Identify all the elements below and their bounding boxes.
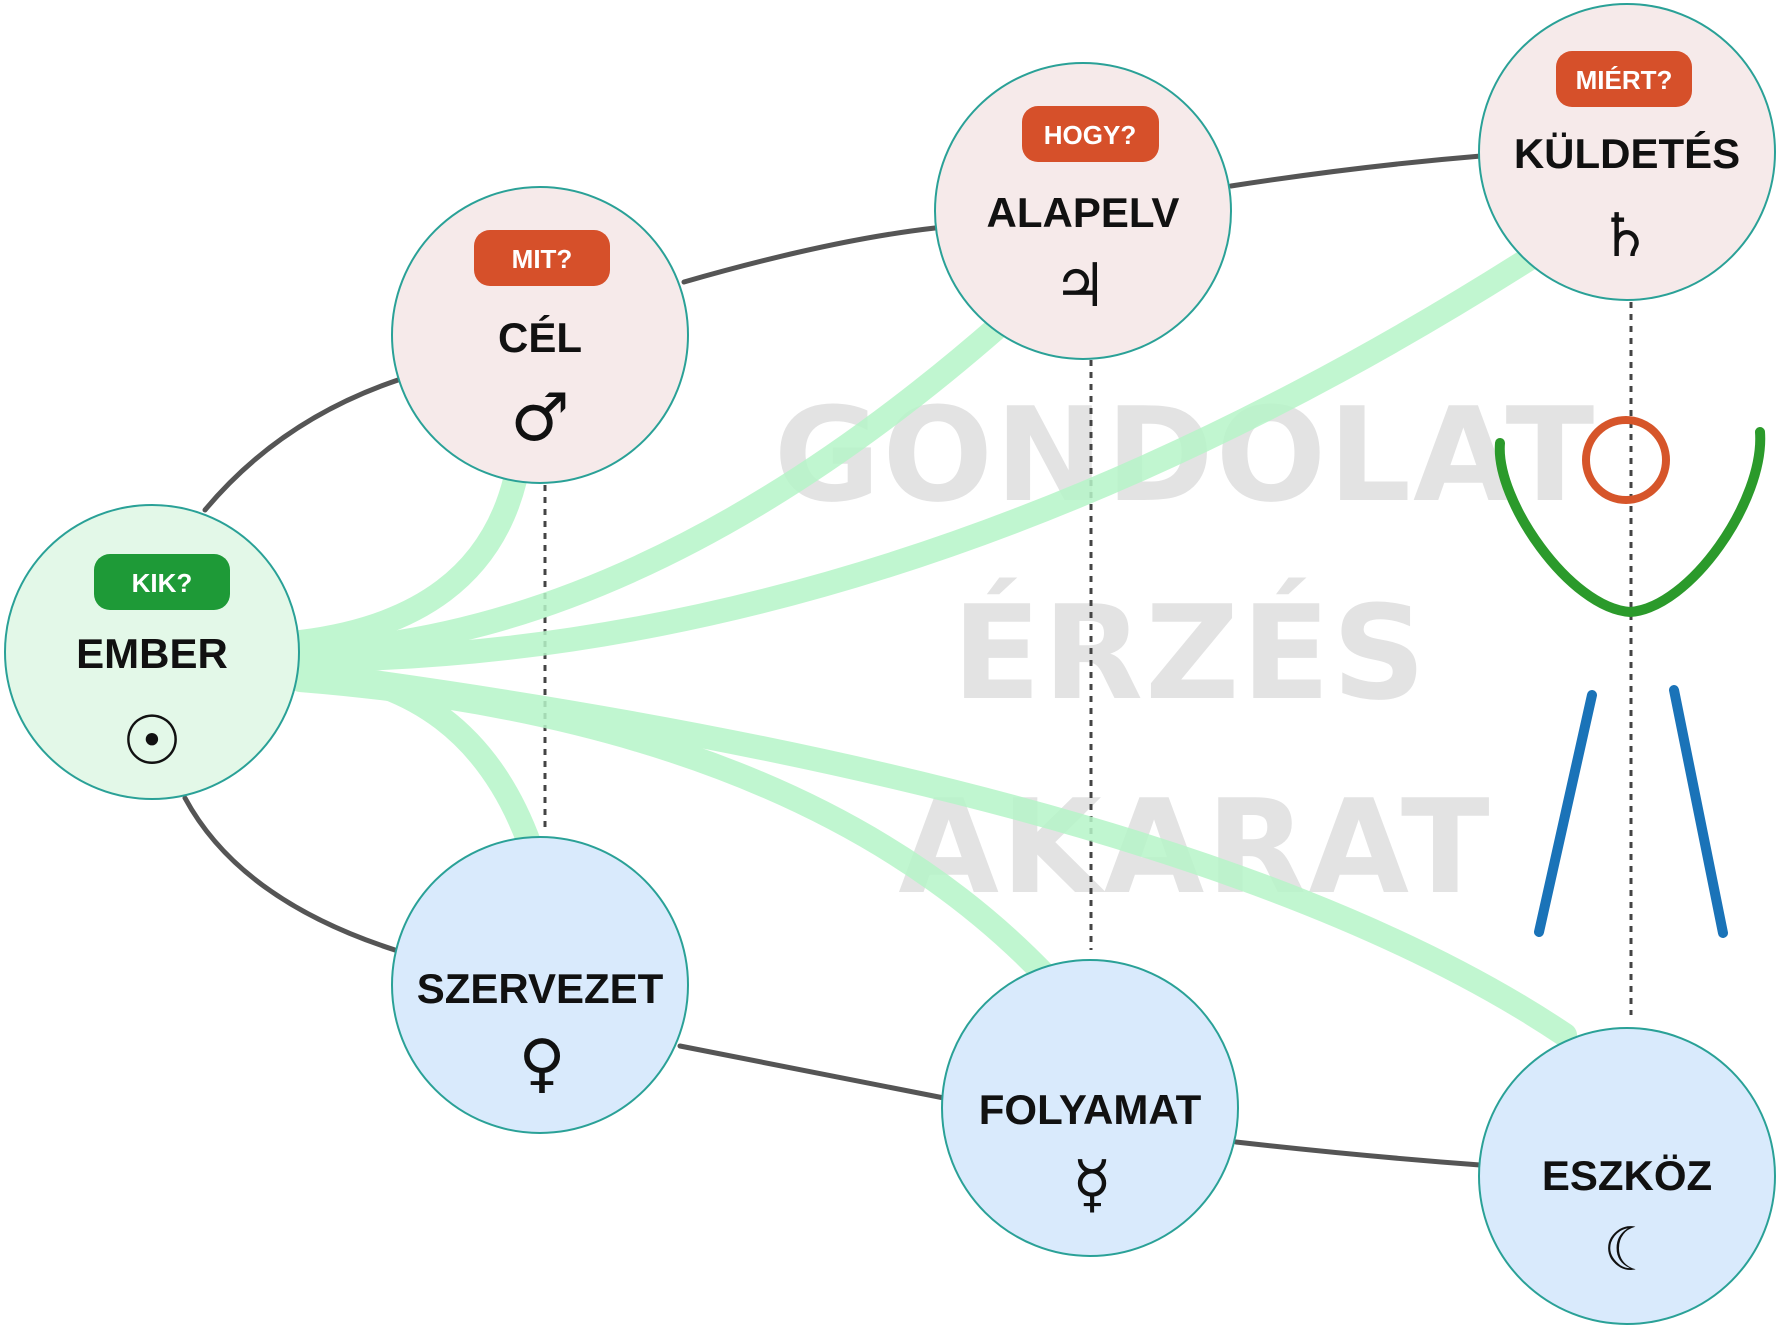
node-szervezet-circle xyxy=(391,836,689,1134)
arc-folyamat-eszkoz xyxy=(1233,1139,1483,1168)
badge-hogy xyxy=(1022,106,1159,162)
badge-kik-label: KIK? xyxy=(132,568,193,598)
badge-mit-label: MIT? xyxy=(512,244,573,274)
node-eszkoz-title: ESZKÖZ xyxy=(1542,1152,1712,1199)
badge-kik xyxy=(94,554,230,610)
venus-icon: ♀ xyxy=(519,1027,566,1101)
node-eszkoz[interactable]: ESZKÖZ ☾ xyxy=(1478,1027,1776,1325)
sun-icon: ☉ xyxy=(122,702,183,781)
node-szervezet[interactable]: SZERVEZET ♀ xyxy=(391,836,689,1134)
node-cel-circle xyxy=(391,186,689,484)
node-cel-title: CÉL xyxy=(498,314,582,361)
arc-alapelv-kuldetes xyxy=(1228,153,1484,189)
flow-lines xyxy=(288,243,1577,1047)
node-folyamat-circle xyxy=(941,959,1239,1257)
saturn-icon: ♄ xyxy=(1598,201,1652,271)
outer-ellipse xyxy=(182,153,1484,1168)
chalice-icon xyxy=(1494,427,1766,618)
left-leg-icon xyxy=(1534,690,1597,937)
human-figure xyxy=(1494,416,1766,938)
ring-icon xyxy=(1582,416,1670,504)
arc-szervezet-folyamat xyxy=(677,1043,947,1101)
node-ember-title: EMBER xyxy=(76,630,228,677)
badge-mit xyxy=(474,230,610,286)
flow-to-cel xyxy=(288,468,527,654)
node-ember[interactable]: KIK? EMBER ☉ xyxy=(4,504,300,800)
node-folyamat[interactable]: FOLYAMAT ☿ xyxy=(941,959,1239,1257)
flow-to-alapelv xyxy=(288,313,1012,664)
moon-icon: ☾ xyxy=(1603,1215,1657,1285)
node-kuldetes[interactable]: MIÉRT? KÜLDETÉS ♄ xyxy=(1478,3,1776,301)
right-leg-icon xyxy=(1669,685,1728,938)
arc-ember-cel xyxy=(202,377,401,513)
node-eszkoz-circle xyxy=(1478,1027,1776,1325)
flow-to-eszkoz xyxy=(288,660,1577,1047)
dotted-connectors xyxy=(543,302,1633,1015)
node-kuldetes-title: KÜLDETÉS xyxy=(1514,130,1740,177)
node-folyamat-title: FOLYAMAT xyxy=(979,1086,1202,1133)
mercury-icon: ☿ xyxy=(1072,1148,1111,1222)
flow-to-kuldetes xyxy=(288,243,1547,672)
watermark-erzes: ÉRZÉS xyxy=(952,577,1428,729)
arc-ember-szervezet xyxy=(182,795,398,953)
jupiter-icon: ♃ xyxy=(1053,251,1107,321)
mars-icon: ♂ xyxy=(510,379,569,456)
node-kuldetes-circle xyxy=(1478,3,1776,301)
node-cel[interactable]: MIT? CÉL ♂ xyxy=(391,186,689,484)
node-alapelv[interactable]: HOGY? ALAPELV ♃ xyxy=(934,62,1232,360)
arc-cel-alapelv xyxy=(681,225,938,285)
badge-hogy-label: HOGY? xyxy=(1044,120,1136,150)
badge-miert-label: MIÉRT? xyxy=(1576,65,1673,95)
node-alapelv-title: ALAPELV xyxy=(987,189,1180,236)
badge-miert xyxy=(1556,51,1692,107)
node-szervezet-title: SZERVEZET xyxy=(417,965,664,1012)
